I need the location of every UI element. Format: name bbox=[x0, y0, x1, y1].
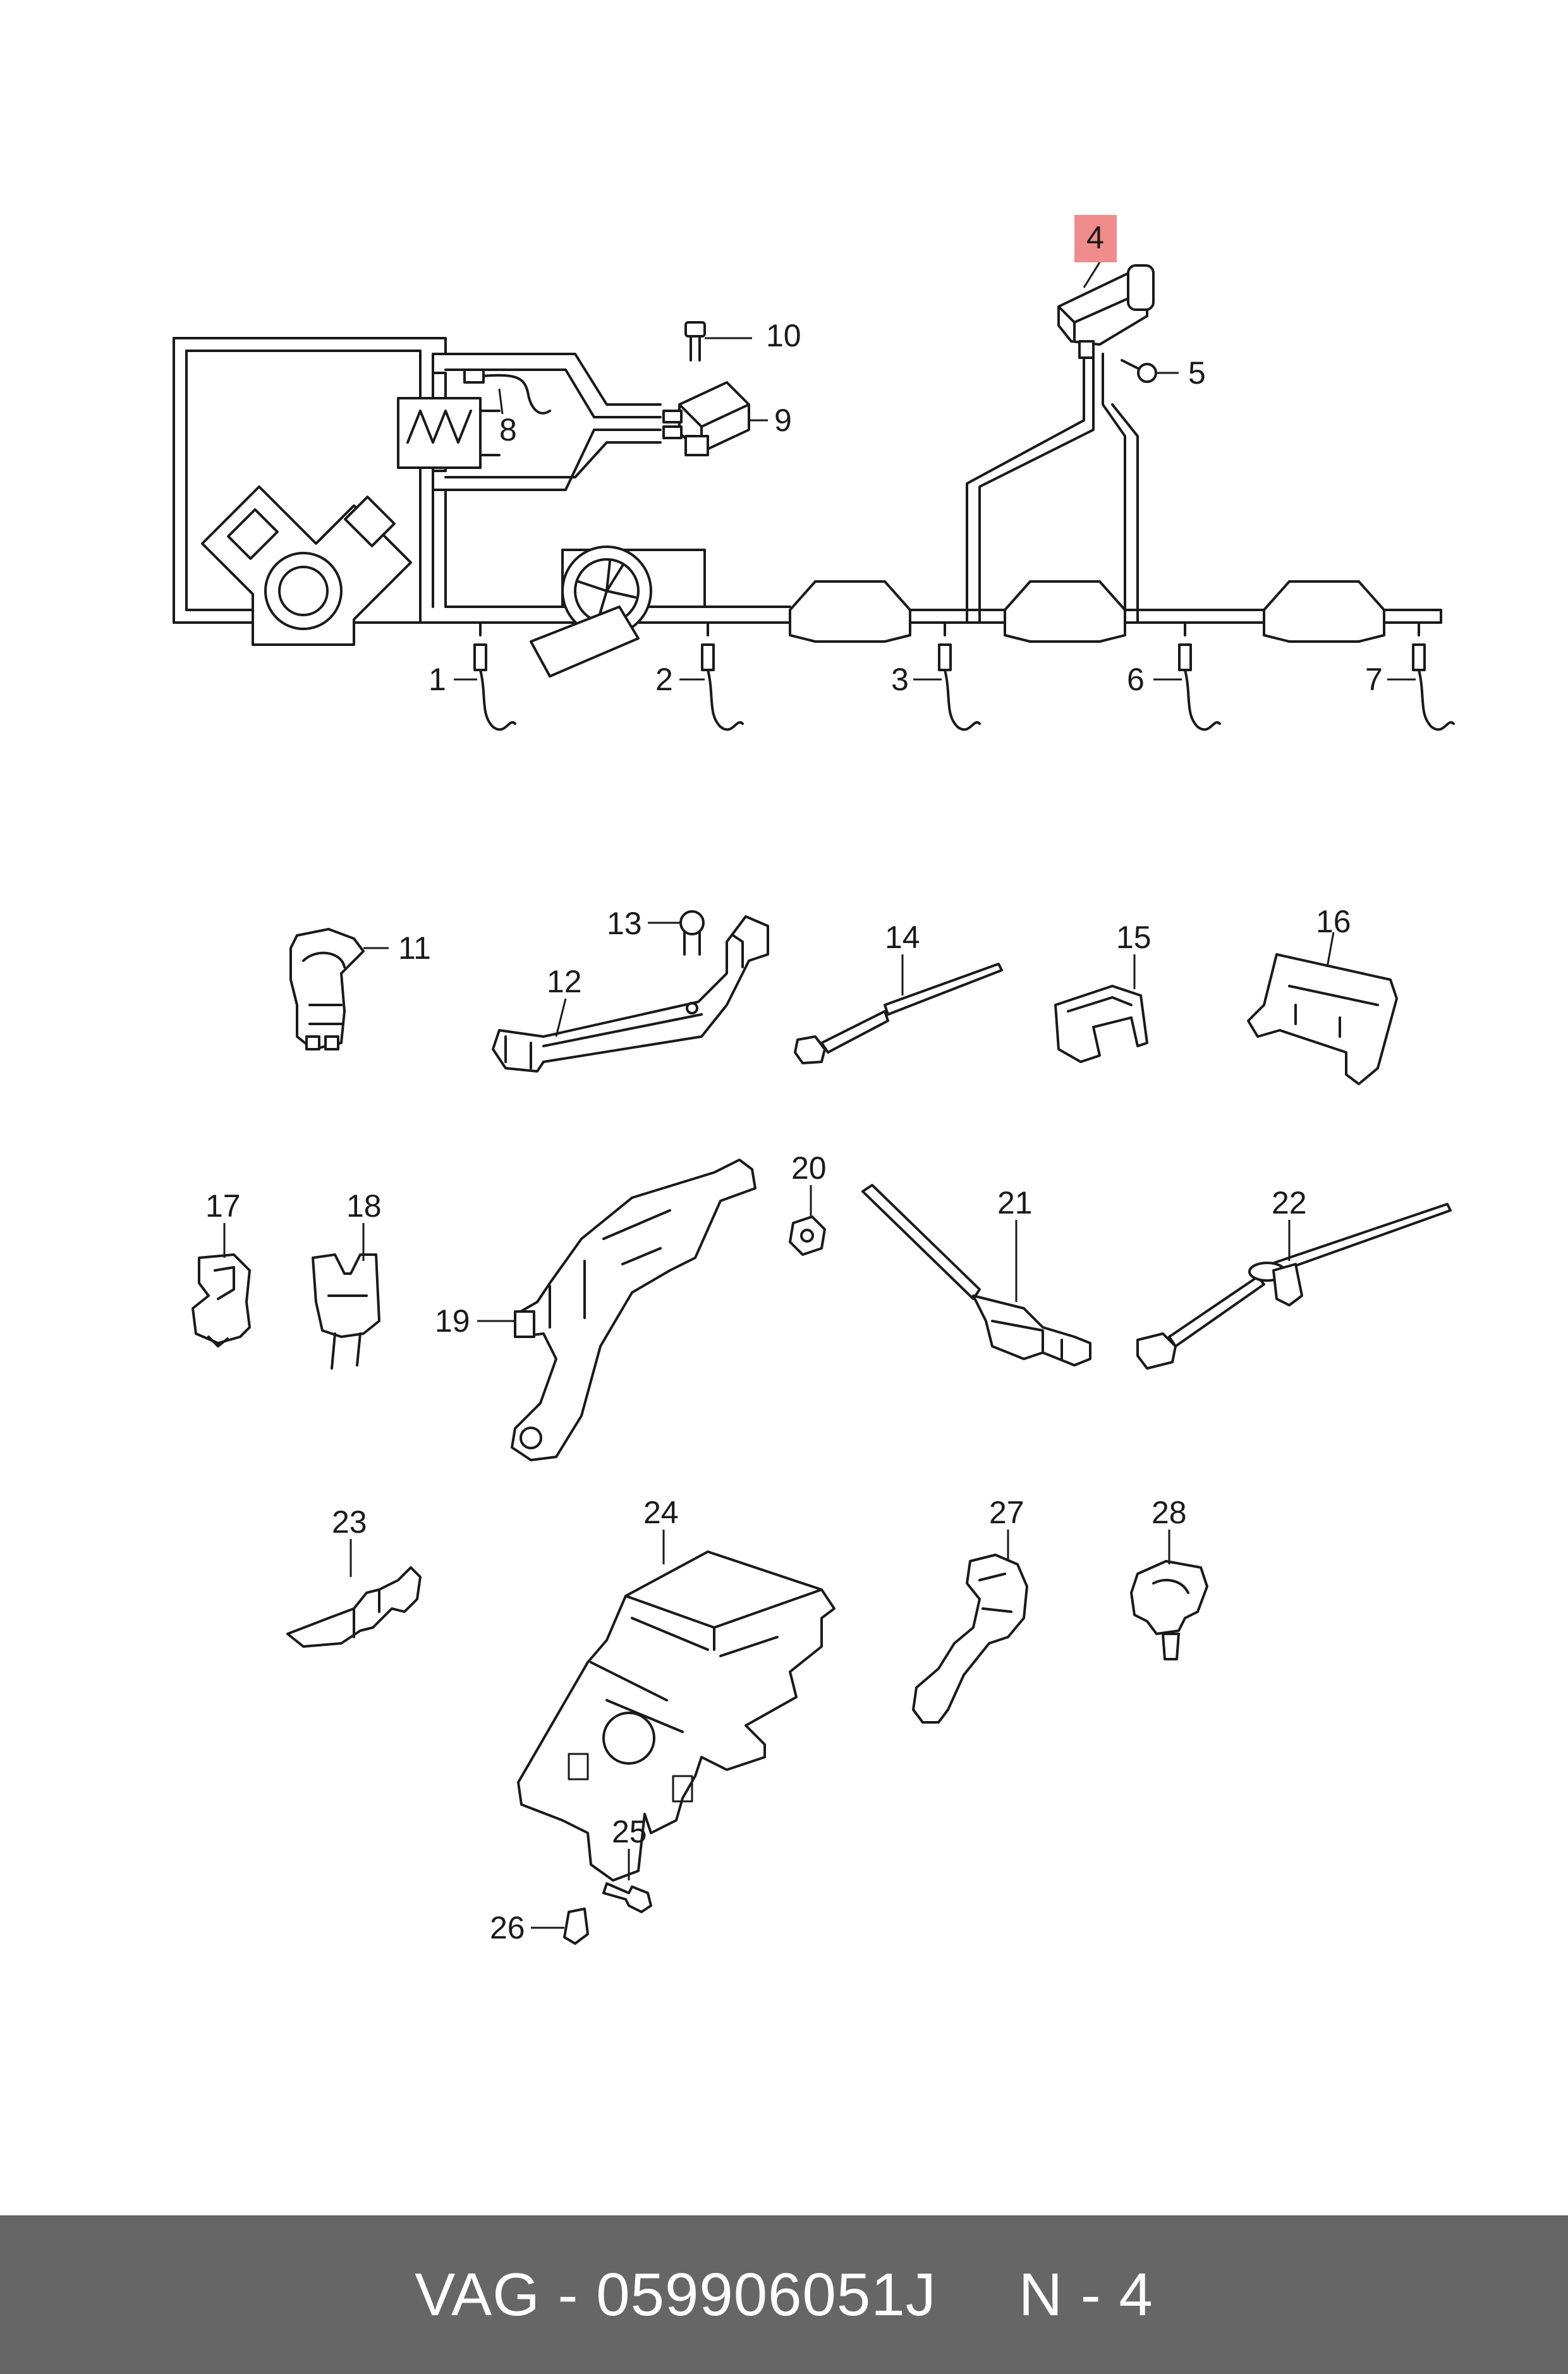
callout-28: 28 bbox=[1152, 1495, 1187, 1530]
part-number-footer: VAG - 059906051J N - 4 bbox=[0, 2215, 1568, 2374]
callout-12: 12 bbox=[547, 964, 582, 999]
callout-15: 15 bbox=[1116, 920, 1152, 955]
part-19-bracket bbox=[511, 1159, 826, 1461]
exhaust-schematic bbox=[173, 337, 1442, 678]
diagram-position: N - 4 bbox=[1018, 2260, 1153, 2328]
part-15-holder bbox=[1054, 985, 1148, 1063]
callout-2: 2 bbox=[655, 662, 673, 697]
parts-diagram: 1 2 3 4 5 6 7 8 9 10 11 12 13 14 15 16 1… bbox=[173, 215, 1455, 1945]
part-17-clip bbox=[191, 1253, 251, 1348]
callout-4: 4 bbox=[1086, 220, 1104, 255]
part-28-clip bbox=[1130, 1560, 1208, 1660]
pressure-sensor-4 bbox=[1057, 264, 1157, 383]
part-16-shield bbox=[1247, 953, 1398, 1085]
callout-17: 17 bbox=[205, 1188, 241, 1224]
callout-22: 22 bbox=[1272, 1185, 1307, 1220]
callout-10: 10 bbox=[766, 318, 801, 353]
part-14-cable-tie bbox=[794, 963, 1003, 1064]
callout-25: 25 bbox=[612, 1814, 647, 1849]
part-18-clip bbox=[312, 1253, 380, 1370]
callout-27: 27 bbox=[989, 1495, 1024, 1530]
part-27-holder bbox=[912, 1554, 1028, 1724]
callout-6: 6 bbox=[1127, 662, 1145, 697]
part-12-bracket bbox=[492, 910, 769, 1073]
part-24-bracket bbox=[517, 1550, 836, 1945]
callout-11: 11 bbox=[398, 930, 431, 966]
callout-7: 7 bbox=[1365, 662, 1383, 697]
callout-1: 1 bbox=[428, 662, 446, 697]
part-22-tie-anchor bbox=[1136, 1203, 1452, 1370]
callout-5: 5 bbox=[1188, 355, 1206, 391]
callout-18: 18 bbox=[346, 1188, 382, 1224]
part-23-clip bbox=[286, 1566, 422, 1648]
part-21-tie-holder bbox=[861, 1184, 1091, 1367]
part-11-clip bbox=[289, 928, 365, 1050]
callout-23: 23 bbox=[332, 1504, 367, 1540]
callout-8: 8 bbox=[499, 412, 517, 447]
callout-14: 14 bbox=[885, 920, 920, 955]
leader-lines bbox=[223, 262, 1416, 1929]
callout-26: 26 bbox=[490, 1910, 525, 1945]
callout-9: 9 bbox=[774, 403, 792, 438]
callout-3: 3 bbox=[891, 662, 909, 697]
callout-21: 21 bbox=[997, 1185, 1033, 1220]
highlight-box bbox=[1074, 215, 1117, 262]
callout-19: 19 bbox=[435, 1303, 470, 1339]
part-code: VAG - 059906051J bbox=[415, 2260, 937, 2328]
callout-20: 20 bbox=[791, 1150, 827, 1186]
callout-16: 16 bbox=[1316, 904, 1351, 939]
callout-24: 24 bbox=[643, 1495, 679, 1530]
temperature-sensor-probes bbox=[463, 368, 1455, 731]
pressure-sensor-9 bbox=[662, 321, 750, 456]
callout-labels: 1 2 3 4 5 6 7 8 9 10 11 12 13 14 15 16 1… bbox=[205, 215, 1383, 1945]
callout-13: 13 bbox=[607, 906, 642, 941]
